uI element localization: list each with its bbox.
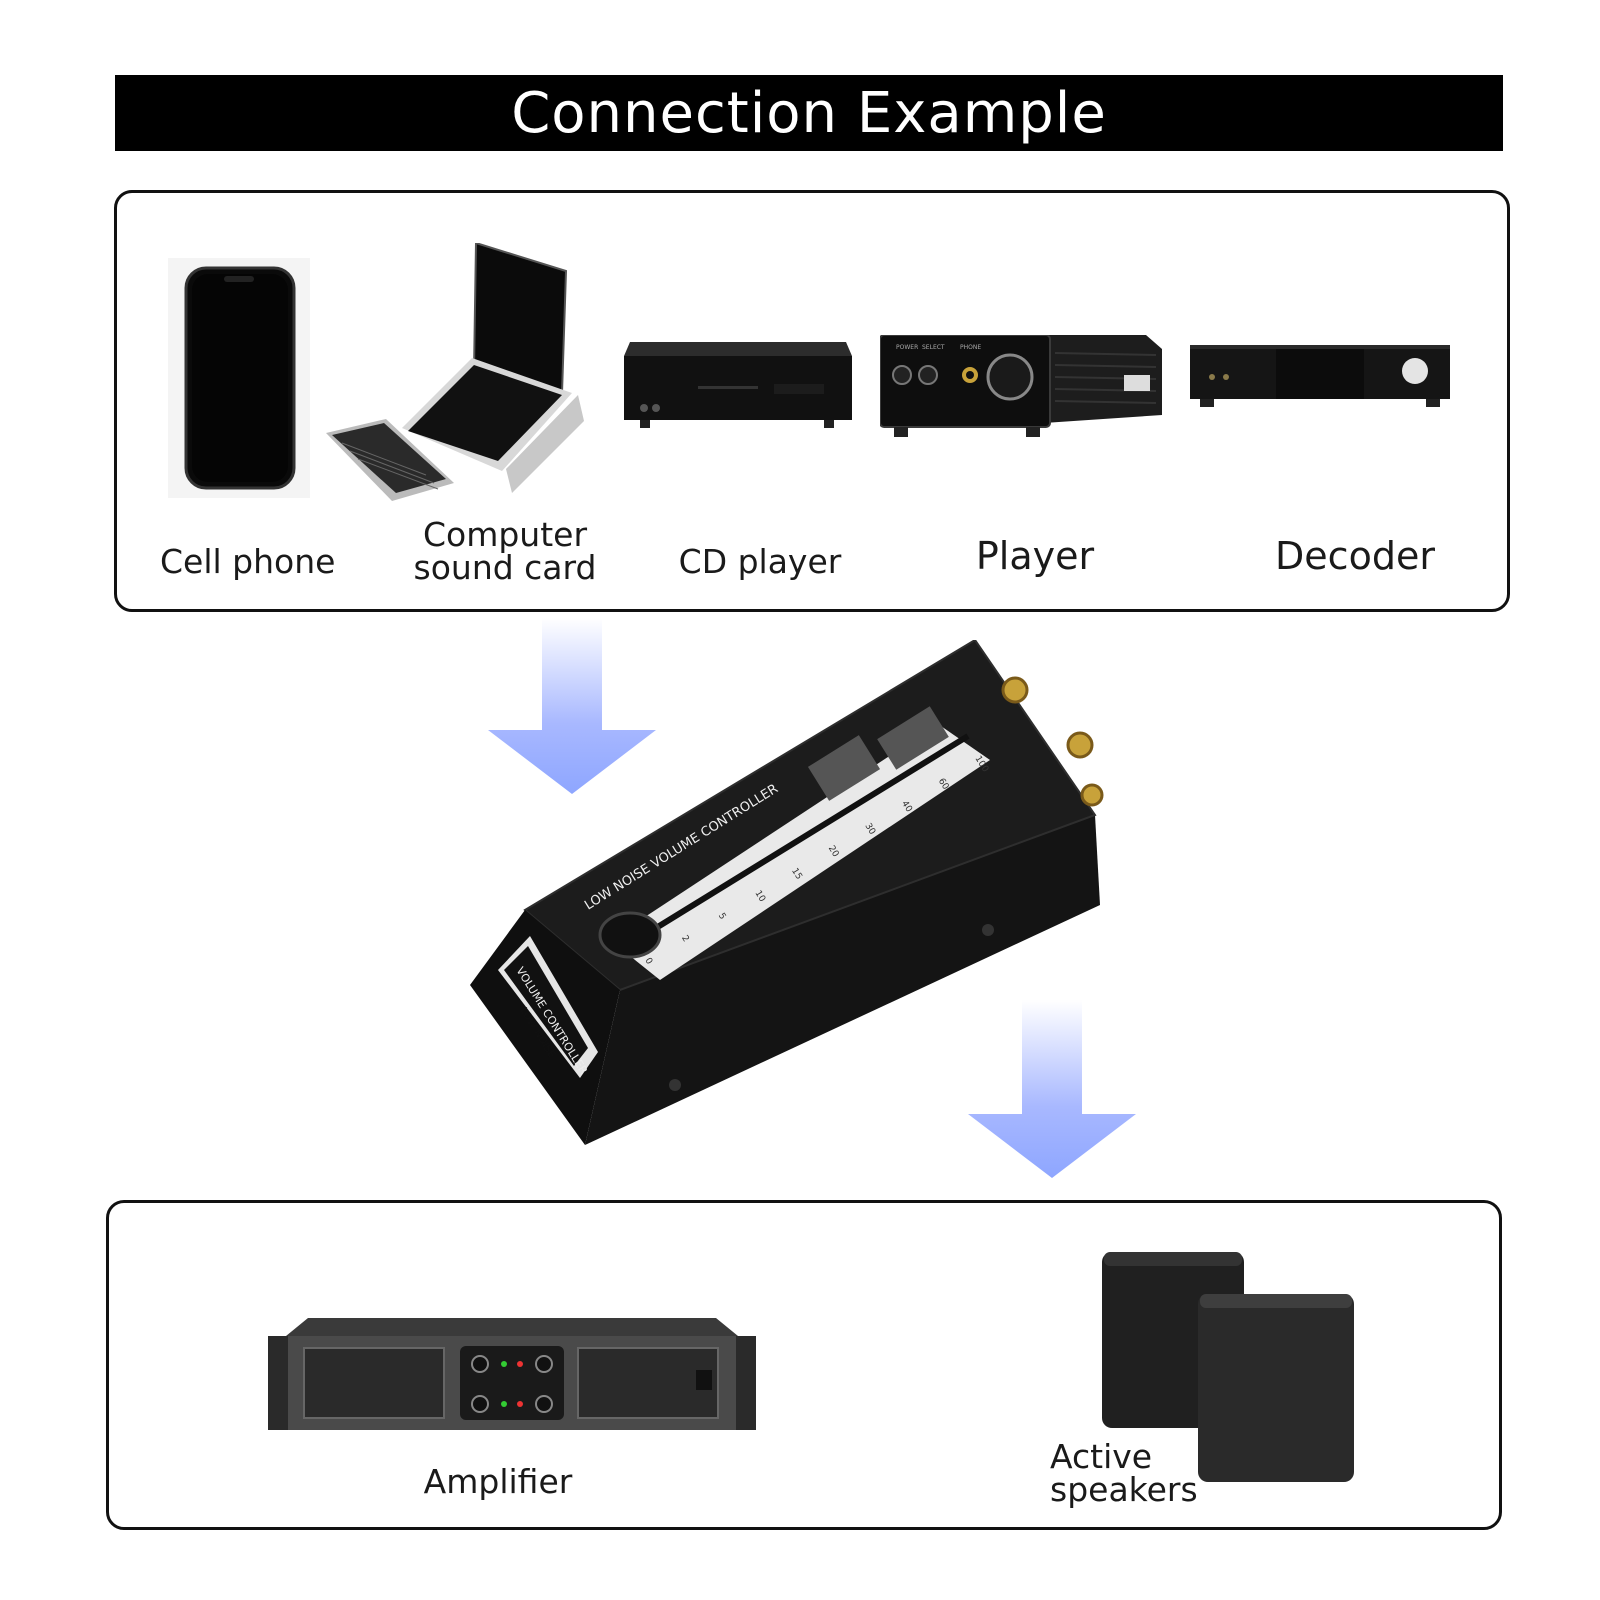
computer-sound-card-label: Computer sound card <box>405 518 605 584</box>
cd-player-label: CD player <box>678 542 842 581</box>
label-line: speakers <box>1050 1470 1198 1509</box>
label-line: Active <box>1050 1437 1153 1476</box>
player-knob-label: PHONE <box>960 344 981 351</box>
player-knob-label: SELECT <box>922 344 945 351</box>
page-title: Connection Example <box>511 80 1107 146</box>
amplifier-icon <box>268 1318 756 1434</box>
cell-phone-icon <box>168 258 310 498</box>
title-banner: Connection Example <box>115 75 1503 151</box>
label-line: sound card <box>413 548 597 587</box>
cd-player-icon <box>624 342 852 430</box>
scale-mark: 5 <box>716 911 728 921</box>
arrow-down-icon <box>488 618 656 794</box>
arrow-down-icon <box>968 1000 1136 1178</box>
player-label: Player <box>975 534 1095 578</box>
active-speakers-label: Active speakers <box>1050 1440 1220 1506</box>
laptop-icon <box>326 243 586 513</box>
scale-mark: 2 <box>679 934 691 944</box>
scale-mark: 0 <box>642 956 654 966</box>
cell-phone-label: Cell phone <box>160 542 336 581</box>
decoder-label: Decoder <box>1275 534 1435 578</box>
decoder-icon <box>1190 345 1450 407</box>
player-knob-label: POWER <box>896 344 918 351</box>
amplifier-label: Amplifier <box>423 1462 573 1501</box>
volume-controller-device: LOW NOISE VOLUME CONTROLLER VOLUME CONTR… <box>470 640 1130 1180</box>
player-icon: POWER SELECT PHONE <box>880 335 1162 447</box>
label-line: Computer <box>422 515 588 554</box>
speakers-icon <box>1098 1250 1388 1490</box>
